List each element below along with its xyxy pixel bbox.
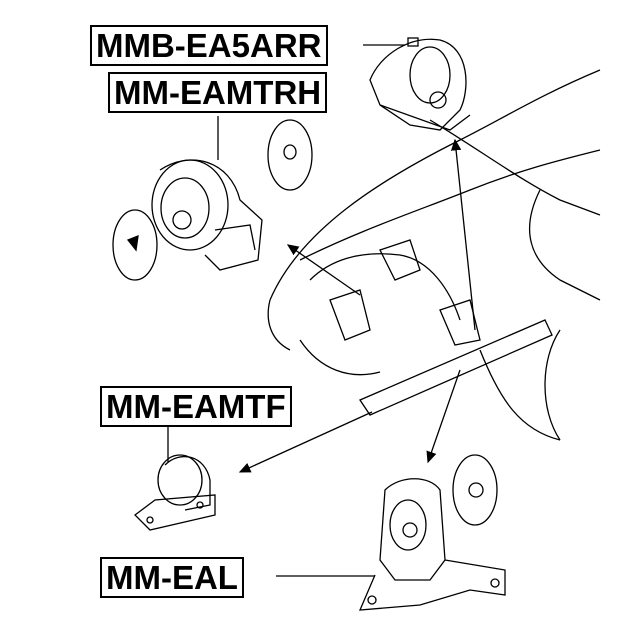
arrow-to-mm-eamtrh (286, 244, 361, 296)
vehicle-body-outline (267, 69, 601, 441)
washer-icon (267, 119, 313, 191)
washer-icon (452, 454, 498, 526)
part-number-text: MM-EAL (106, 559, 238, 596)
part-label-mm-eamtf[interactable]: MM-EAMTF (100, 386, 292, 427)
part-number-text: MM-EAMTRH (114, 74, 322, 111)
mount-mm-eamtrh-drawing (112, 119, 313, 281)
arrow-to-mm-eamtf (238, 411, 373, 473)
part-label-mm-eamtrh[interactable]: MM-EAMTRH (108, 72, 328, 113)
mount-mm-eal-drawing (358, 454, 506, 611)
washer-icon (112, 209, 158, 281)
mount-mmb-ea5arr-drawing (369, 37, 471, 131)
arrow-to-mm-eal (426, 369, 461, 464)
part-label-mm-eal[interactable]: MM-EAL (100, 557, 244, 598)
part-number-text: MMB-EA5ARR (96, 27, 322, 64)
part-label-mmb-ea5arr[interactable]: MMB-EA5ARR (90, 25, 328, 66)
arrow-to-mmb-ea5arr (450, 138, 476, 331)
mount-mm-eamtf-drawing (134, 454, 216, 531)
part-number-text: MM-EAMTF (106, 388, 286, 425)
